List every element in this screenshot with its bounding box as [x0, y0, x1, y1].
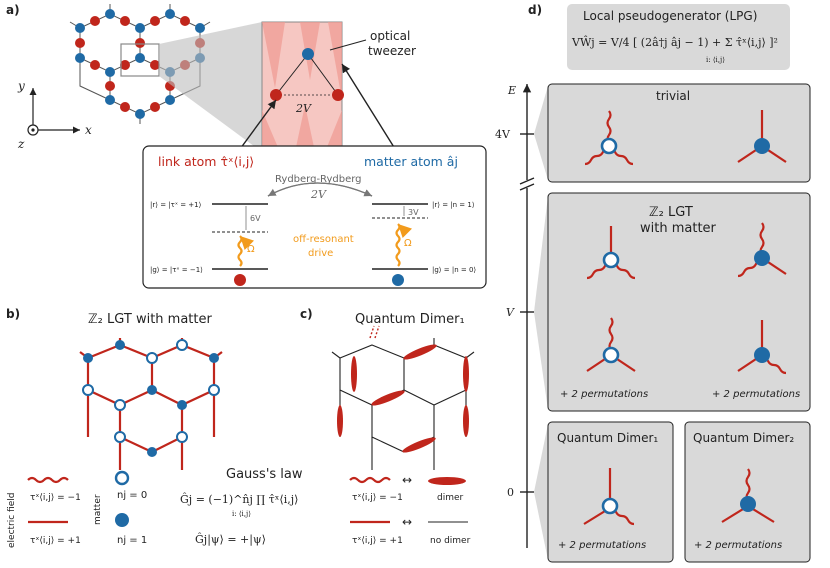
offres-label-2: drive [308, 248, 333, 259]
panel-label-d: d) [528, 3, 542, 17]
panel-label-c: c) [300, 307, 313, 321]
lgt-title-1: ℤ₂ LGT [649, 205, 693, 220]
axis-y-label: y [17, 79, 25, 93]
legend-c-arrow-1: ↔ [402, 473, 412, 487]
wedge-lgt [534, 196, 548, 410]
level-scheme-box: link atom τ̂ˣ⟨i,j⟩ matter atom âj Rydber… [142, 145, 487, 289]
panel-label-b: b) [6, 307, 20, 321]
wedge-trivial [534, 86, 548, 180]
matter-label: matter [93, 494, 103, 525]
panel-c-title: Quantum Dimer₁ [355, 312, 465, 327]
energy-axis: E 4V V 0 [495, 84, 535, 548]
qd2-perm: + 2 permutations [694, 540, 782, 551]
qd1-title: Quantum Dimer₁ [557, 431, 658, 445]
optical-label: optical [370, 29, 410, 43]
lgt-box: ℤ₂ LGT with matter + 2 permutations [547, 192, 811, 412]
qd2-title: Quantum Dimer₂ [693, 431, 794, 445]
tweezer-label: tweezer [368, 44, 416, 58]
lpg-title: Local pseudogenerator (LPG) [583, 9, 757, 23]
gauss-eq2: Ĝj|ψ⟩ = +|ψ⟩ [195, 532, 266, 547]
gauss-sub: i: ⟨i,j⟩ [232, 510, 251, 518]
link-r-state: |r⟩ = |τˣ = +1⟩ [150, 201, 202, 209]
qd2-box: Quantum Dimer₂ + 2 permutations [684, 421, 811, 563]
lgt-title-2: with matter [640, 221, 717, 236]
rydberg-2v-label: 2V [310, 188, 327, 201]
legend-b-tau-pos: τˣ⟨i,j⟩ = +1 [30, 536, 81, 546]
axis-z-label: z [17, 137, 25, 151]
tweezer-box: 2V [261, 21, 344, 153]
lgt-perm-right: + 2 permutations [712, 389, 800, 400]
axes-a: y x z [17, 79, 92, 151]
rydberg-label: Rydberg-Rydberg [275, 174, 362, 185]
trivial-title: trivial [656, 89, 690, 103]
six-v-label: 6V [250, 214, 261, 223]
lpg-box [567, 4, 790, 70]
tick-0: 0 [507, 486, 514, 499]
zoom-cone [159, 22, 262, 152]
panel-c: Quantum Dimer₁ τˣ⟨i,j⟩ = −1 ↔ dimer τˣ⟨i… [331, 312, 475, 546]
tick-4V: 4V [495, 128, 511, 141]
tweezer-link-atom-left [270, 89, 282, 101]
legend-c-tau-neg: τˣ⟨i,j⟩ = −1 [352, 493, 403, 503]
legend-c-arrow-2: ↔ [402, 515, 412, 529]
panel-label-a: a) [6, 3, 20, 17]
legend-b-tau-neg: τˣ⟨i,j⟩ = −1 [30, 493, 81, 503]
panel-a: y x z 2V optical tweezer [17, 4, 487, 289]
gauss-eq1: Ĝj = (−1)^n̂j ∏ τ̂ˣ⟨i,j⟩ [180, 492, 298, 506]
legend-c-tau-pos: τˣ⟨i,j⟩ = +1 [352, 536, 403, 546]
matter-g-state: |g⟩ = |n = 0⟩ [432, 266, 476, 274]
panel-b: ℤ₂ LGT with matter electric field τˣ⟨i,j… [7, 312, 303, 548]
lgt-perm-left: + 2 permutations [560, 389, 648, 400]
legend-n0: nj = 0 [117, 490, 147, 501]
omega-matter: Ω [404, 238, 412, 249]
omega-link: Ω [247, 244, 255, 255]
qd1-box: Quantum Dimer₁ + 2 permutations [547, 421, 674, 563]
link-g-state: |g⟩ = |τˣ = −1⟩ [150, 266, 203, 274]
panel-b-title: ℤ₂ LGT with matter [88, 312, 212, 327]
matter-r-state: |r⟩ = |n = 1⟩ [432, 201, 475, 209]
matter-atom-label: matter atom âj [364, 154, 458, 169]
link-atom-label: link atom τ̂ˣ⟨i,j⟩ [158, 154, 254, 169]
offres-label-1: off-resonant [293, 234, 354, 245]
tweezer-link-atom-right [332, 89, 344, 101]
tweezer-2v-label: 2V [295, 102, 312, 115]
electric-field-label: electric field [7, 493, 17, 548]
legend-dimer: dimer [437, 493, 464, 503]
legend-n1: nj = 1 [117, 535, 147, 546]
legend-no-dimer: no dimer [430, 536, 471, 546]
lpg-subscript: i: ⟨i,j⟩ [706, 56, 725, 64]
panel-d: Local pseudogenerator (LPG) VŴj = V/4 [ … [495, 4, 811, 563]
dimers-c [337, 344, 469, 453]
trivial-box: trivial [547, 83, 811, 183]
three-v-label: 3V [408, 208, 419, 217]
gauss-title: Gauss's law [226, 467, 303, 482]
axis-x-label: x [85, 123, 92, 137]
lpg-equation: VŴj = V/4 [ (2â†j âj − 1) + Σ τ̂ˣ⟨i,j⟩ ]… [571, 35, 778, 49]
wedge-dimer [534, 424, 548, 560]
tick-V: V [506, 306, 515, 319]
qd1-perm: + 2 permutations [558, 540, 646, 551]
tweezer-matter-atom [302, 48, 314, 60]
lattice-b-sites [82, 339, 220, 457]
axis-E-label: E [507, 84, 516, 97]
